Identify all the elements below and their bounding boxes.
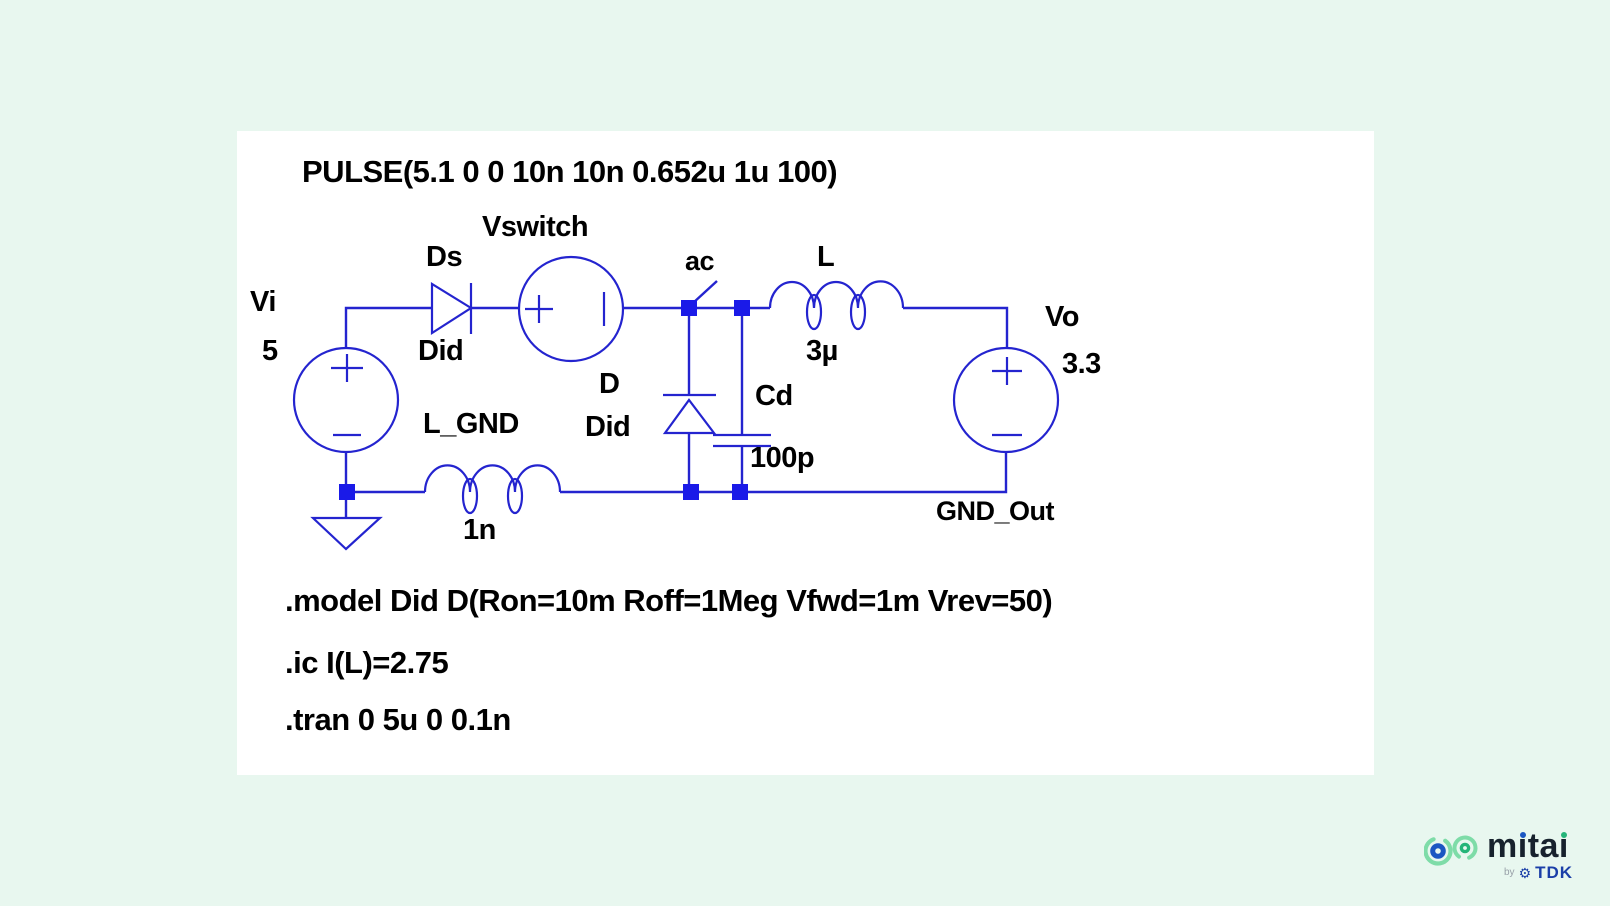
pulse-directive[interactable]: PULSE(5.1 0 0 10n 10n 0.652u 1u 100) (302, 154, 838, 189)
tdk-gear-icon: ⚙ (1518, 864, 1532, 881)
net-label-ac[interactable]: ac (685, 246, 715, 276)
by-text: by (1504, 867, 1515, 878)
tran-directive[interactable]: .tran 0 5u 0 0.1n (285, 702, 511, 737)
voltage-source-vi[interactable] (292, 346, 400, 454)
label-vo-value: 3.3 (1062, 348, 1101, 380)
label-vi-value: 5 (262, 335, 278, 367)
label-vo-name: Vo (1045, 301, 1079, 333)
voltage-source-vswitch[interactable] (517, 255, 625, 363)
label-l-name: L (817, 241, 835, 273)
inductor-l[interactable] (768, 280, 905, 331)
label-d-name: D (599, 368, 620, 400)
mitai-logo: mıtaı by ⚙ TDK (1388, 806, 1603, 896)
net-label-gnd-out[interactable]: GND_Out (936, 496, 1055, 526)
label-ds-name: Ds (426, 241, 463, 273)
junction-dots (339, 300, 750, 500)
label-l-value: 3µ (806, 335, 838, 367)
tdk-wordmark: TDK (1535, 863, 1574, 882)
ground-symbol[interactable] (310, 516, 383, 551)
ic-directive[interactable]: .ic I(L)=2.75 (285, 645, 449, 680)
model-directive[interactable]: .model Did D(Ron=10m Roff=1Meg Vfwd=1m V… (285, 583, 1053, 618)
inductor-l-gnd[interactable] (423, 464, 562, 515)
label-cd-value: 100p (750, 442, 815, 474)
label-d-model: Did (585, 411, 631, 443)
voltage-source-vo[interactable] (952, 346, 1060, 454)
schematic-sheet (237, 131, 1374, 775)
label-l-gnd-value: 1n (463, 514, 496, 546)
label-l-gnd-name: L_GND (423, 408, 519, 440)
label-vi-name: Vi (250, 286, 276, 318)
label-vswitch-name: Vswitch (482, 211, 589, 243)
net-flag-ac-line (692, 280, 718, 304)
label-cd-name: Cd (755, 380, 793, 412)
mitai-wordmark: mıtaı (1487, 827, 1569, 865)
tdk-byline: by ⚙ TDK (1504, 864, 1573, 881)
circuit-schematic (292, 255, 1060, 551)
diode-ds[interactable] (430, 282, 474, 336)
label-ds-model: Did (418, 335, 464, 367)
mitai-swirl-icon (1424, 835, 1478, 866)
diode-d[interactable] (662, 308, 717, 492)
